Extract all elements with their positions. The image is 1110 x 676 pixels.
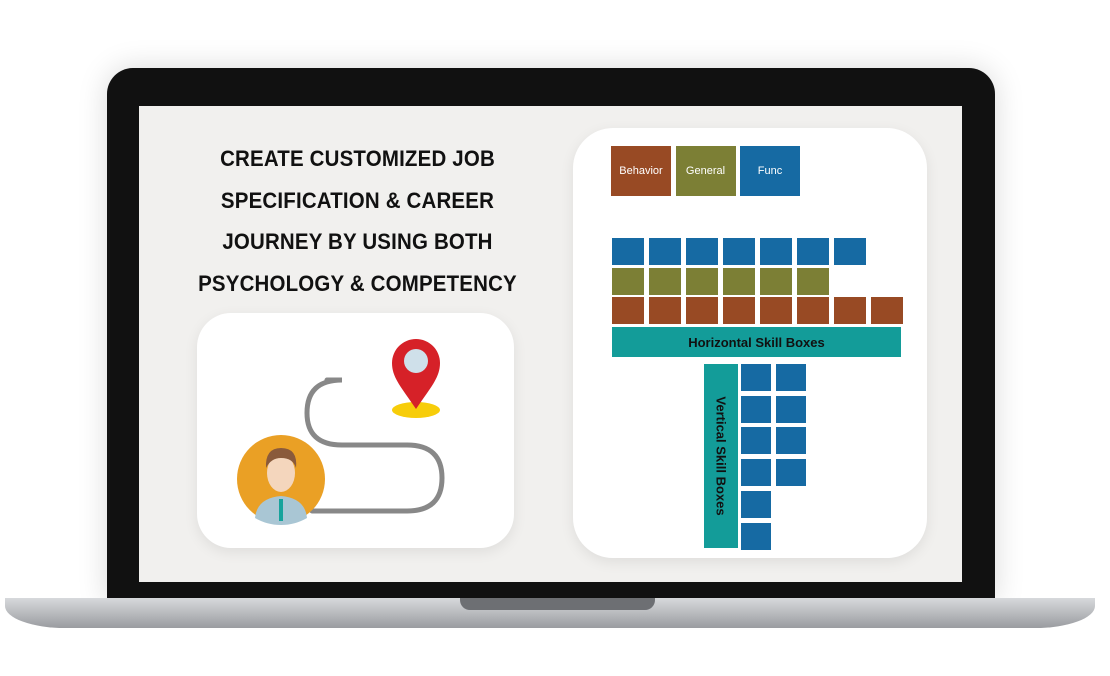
- vertical-skill-box: [775, 427, 806, 455]
- skill-box-general: [760, 267, 792, 295]
- career-journey-illustration: [237, 339, 445, 525]
- horizontal-skill-boxes-bar: Horizontal Skill Boxes: [612, 327, 901, 357]
- legend-behavior: Behavior: [611, 146, 671, 196]
- skill-box-func: [649, 238, 681, 265]
- skill-box-func: [612, 238, 644, 265]
- horizontal-skill-boxes-label: Horizontal Skill Boxes: [688, 334, 825, 350]
- vertical-skill-box: [741, 364, 771, 391]
- vertical-skill-box: [775, 459, 806, 487]
- skill-box-behavior: [797, 297, 829, 324]
- user-avatar-icon: [237, 435, 325, 525]
- skill-box-func: [760, 238, 792, 265]
- vertical-skill-boxes-bar: Vertical Skill Boxes: [704, 364, 738, 548]
- vertical-skill-box: [741, 490, 771, 518]
- skill-box-behavior: [612, 297, 644, 324]
- vertical-skill-box: [741, 522, 771, 550]
- headline-line: PSYCHOLOGY & COMPETENCY: [198, 270, 517, 296]
- career-journey-card: [197, 313, 514, 548]
- skill-box-behavior: [649, 297, 681, 324]
- headline-line: JOURNEY BY USING BOTH: [222, 229, 493, 254]
- vertical-skill-box: [741, 427, 771, 455]
- skill-box-general: [723, 267, 755, 295]
- headline-line: SPECIFICATION & CAREER: [220, 187, 495, 213]
- skill-box-general: [612, 267, 644, 295]
- skill-box-behavior: [723, 297, 755, 324]
- laptop-notch: [460, 598, 655, 610]
- vertical-skill-box: [775, 364, 806, 391]
- legend-general: General: [675, 146, 736, 196]
- skill-box-func: [723, 238, 755, 265]
- skill-box-behavior: [760, 297, 792, 324]
- skill-box-func: [797, 238, 829, 265]
- skill-box-general: [686, 267, 718, 295]
- skill-box-func: [834, 238, 866, 265]
- skill-box-general: [797, 267, 829, 295]
- path-icon: [304, 377, 445, 514]
- vertical-skill-boxes-label: Vertical Skill Boxes: [713, 396, 729, 516]
- headline-line: CREATE CUSTOMIZED JOB: [220, 146, 495, 171]
- skill-box-func: [686, 238, 718, 265]
- headline: CREATE CUSTOMIZED JOB SPECIFICATION & CA…: [174, 138, 541, 304]
- skill-box-behavior: [834, 297, 866, 324]
- skill-box-general: [649, 267, 681, 295]
- legend-func: Func: [740, 146, 800, 196]
- vertical-skill-box: [741, 395, 771, 423]
- skill-box-behavior: [871, 297, 903, 324]
- vertical-skill-box: [775, 395, 806, 423]
- vertical-skill-box: [741, 459, 771, 487]
- location-pin-icon: [392, 339, 440, 418]
- skill-box-behavior: [686, 297, 718, 324]
